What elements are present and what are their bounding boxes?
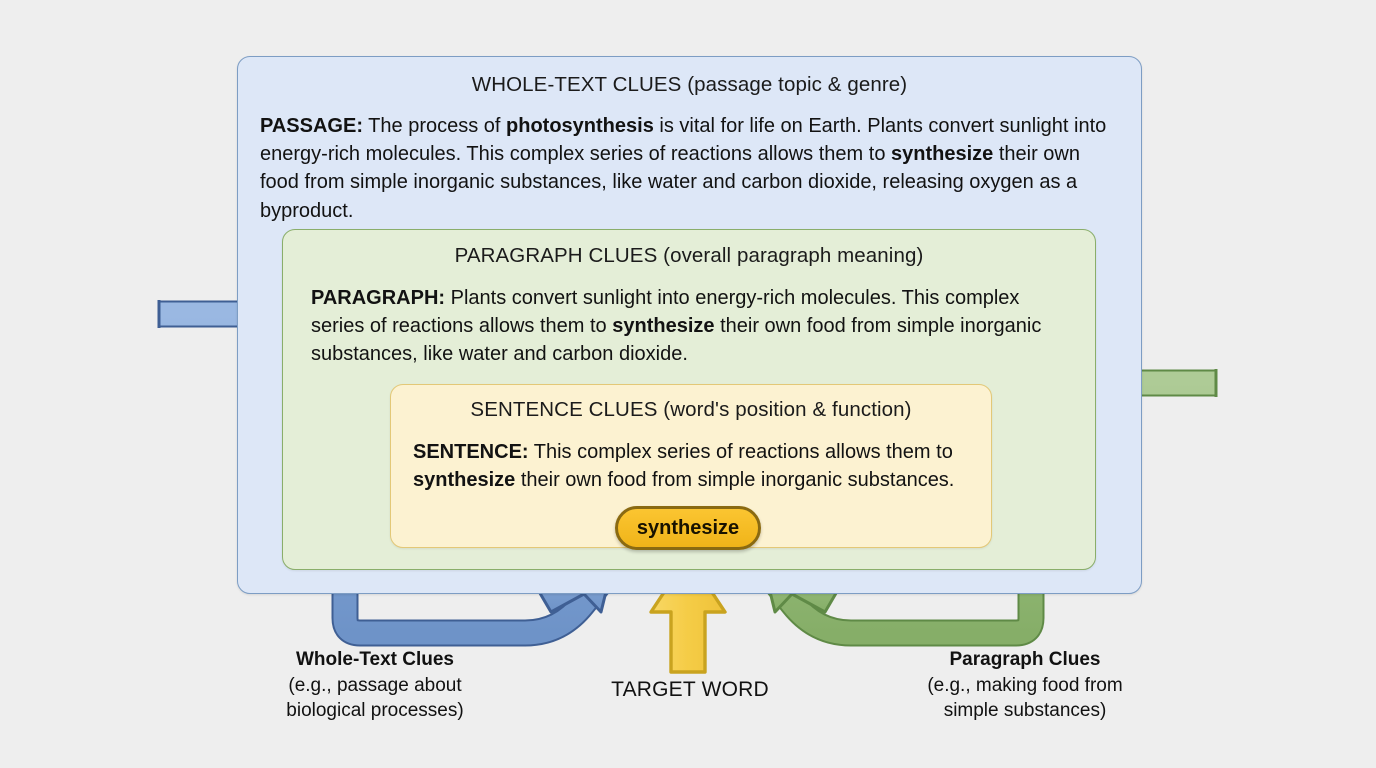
passage-label: PASSAGE: <box>260 114 363 137</box>
passage-bold-photosynthesis: photosynthesis <box>506 114 654 137</box>
paragraph-caption-line-2: simple substances) <box>943 699 1107 721</box>
whole-text-passage-text: PASSAGE: The process of photosynthesis i… <box>260 112 1119 226</box>
paragraph-text: PARAGRAPH: Plants convert sunlight into … <box>311 284 1067 369</box>
sentence-text-2: their own food from simple inorganic sub… <box>515 468 955 491</box>
sentence-text-1: This complex series of reactions allows … <box>528 440 953 463</box>
paragraph-caption-title: Paragraph Clues <box>949 649 1101 670</box>
target-word-pill: synthesize <box>615 506 761 550</box>
sentence-text: SENTENCE: This complex series of reactio… <box>413 438 969 495</box>
passage-text-3: their own food from simple inorganic sub… <box>260 142 1080 222</box>
sentence-label: SENTENCE: <box>413 440 529 463</box>
passage-bold-synthesize: synthesize <box>891 142 994 165</box>
target-word-caption: TARGET WORD <box>578 678 802 702</box>
paragraph-bold-synthesize: synthesize <box>612 314 715 337</box>
target-word-caption-title: TARGET WORD <box>611 678 769 701</box>
sentence-bold-synthesize: synthesize <box>413 468 516 491</box>
paragraph-label: PARAGRAPH: <box>311 286 446 309</box>
paragraph-caption-line-1: (e.g., making food from <box>927 674 1123 696</box>
passage-text-1: The process of <box>362 114 507 137</box>
paragraph-clues-caption: Paragraph Clues (e.g., making food from … <box>882 647 1168 723</box>
passage-text-2: is vital for life on Earth. Plants conve… <box>260 114 1107 165</box>
sentence-clues-title: SENTENCE CLUES (word's position & functi… <box>470 398 912 421</box>
whole-text-clues-title: WHOLE-TEXT CLUES (passage topic & genre) <box>471 73 908 96</box>
paragraph-clues-title: PARAGRAPH CLUES (overall paragraph meani… <box>454 244 924 267</box>
whole-text-caption-line-1: (e.g., passage about <box>288 674 462 696</box>
whole-text-caption-line-2: biological processes) <box>286 699 464 721</box>
whole-text-clues-caption: Whole-Text Clues (e.g., passage about bi… <box>232 647 518 723</box>
whole-text-caption-title: Whole-Text Clues <box>296 649 454 670</box>
